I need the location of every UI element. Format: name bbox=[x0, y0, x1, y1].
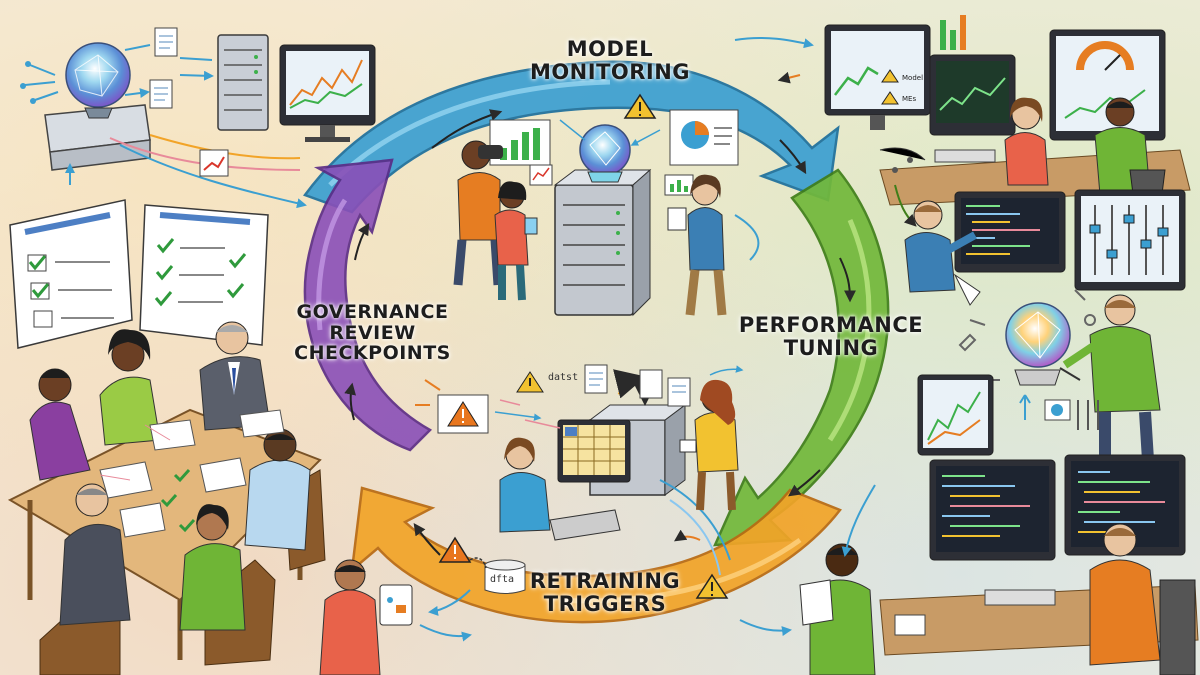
monitor-legend-label-1: Model bbox=[902, 74, 923, 82]
stage-label-governance: GOVERNANCE REVIEW CHECKPOINTS bbox=[285, 302, 460, 364]
governance-arrow bbox=[303, 158, 433, 452]
person bbox=[59, 483, 131, 626]
person bbox=[679, 379, 739, 511]
stage-label-retraining: RETRAINING TRIGGERS bbox=[520, 570, 690, 615]
disk-label: dfta bbox=[490, 574, 514, 585]
warning-icon bbox=[516, 371, 544, 393]
stage-label-governance-line-2: REVIEW bbox=[329, 321, 416, 344]
person bbox=[904, 200, 981, 306]
document-icon bbox=[639, 369, 663, 399]
monitoring-scene bbox=[453, 93, 760, 317]
ai-orb-icon bbox=[1005, 302, 1071, 368]
governance-meeting bbox=[7, 321, 326, 675]
warning-icon bbox=[438, 536, 472, 563]
tuning-workspace bbox=[894, 184, 1186, 461]
retraining-scene: datst dfta bbox=[319, 364, 792, 675]
person bbox=[29, 368, 91, 481]
person bbox=[1089, 523, 1161, 666]
stage-label-tuning-line-2: TUNING bbox=[783, 335, 879, 360]
dataset-note: datst bbox=[548, 372, 578, 383]
top-left-ai-server bbox=[20, 27, 376, 209]
stage-label-governance-line-3: CHECKPOINTS bbox=[294, 342, 451, 365]
person bbox=[244, 428, 311, 551]
stage-label-retraining-line-2: TRIGGERS bbox=[543, 591, 667, 616]
person bbox=[799, 543, 876, 675]
person bbox=[494, 181, 538, 301]
ai-orb-icon bbox=[65, 42, 131, 108]
person bbox=[1004, 97, 1049, 186]
person bbox=[319, 559, 381, 675]
stage-label-retraining-line-1: RETRAINING bbox=[529, 569, 681, 593]
person bbox=[1059, 294, 1161, 461]
stage-label-monitoring-line-2: MONITORING bbox=[529, 59, 691, 84]
stage-label-monitoring-line-1: MODEL bbox=[566, 37, 654, 61]
warning-icon bbox=[623, 93, 657, 119]
warning-icon bbox=[695, 573, 729, 599]
stage-label-tuning: PERFORMANCE TUNING bbox=[736, 314, 926, 359]
stage-label-monitoring: MODEL MONITORING bbox=[505, 38, 715, 83]
person bbox=[179, 504, 246, 631]
person bbox=[99, 329, 161, 446]
person-with-binoculars bbox=[453, 140, 503, 286]
monitor-legend-label-2: MEs bbox=[902, 95, 916, 103]
person bbox=[667, 174, 727, 316]
stage-label-tuning-line-1: PERFORMANCE bbox=[738, 313, 924, 337]
monitoring-office: Model MEs bbox=[734, 15, 1191, 211]
governance-checklists bbox=[9, 199, 269, 349]
person bbox=[199, 321, 271, 431]
person bbox=[499, 437, 551, 533]
stage-label-governance-line-1: GOVERNANCE bbox=[296, 301, 449, 323]
retraining-coders bbox=[799, 454, 1199, 675]
